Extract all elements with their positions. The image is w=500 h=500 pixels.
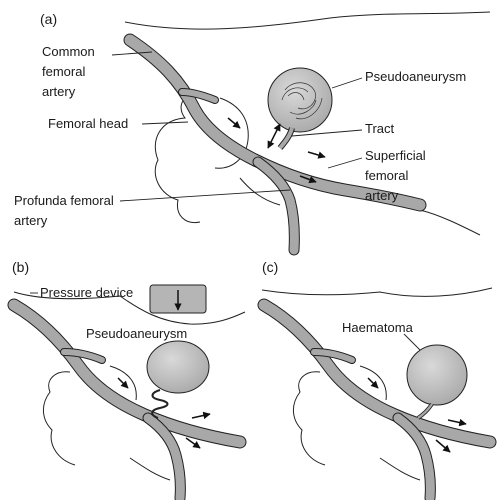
swirl-flow (281, 82, 323, 120)
vessel-b (7, 298, 247, 500)
leader-tract (291, 129, 363, 137)
label-femoral-head: Femoral head (48, 116, 128, 131)
femur-outline (239, 177, 281, 206)
label-pseudoaneurysm-b: Pseudoaneurysm (86, 326, 187, 341)
femoral-head-arc (214, 97, 249, 169)
panel-b: (b) Pressure device Pseudoaneurysm (7, 259, 247, 500)
double-arrow (267, 123, 281, 149)
vessel-c (257, 298, 497, 500)
panel-c-label: (c) (262, 259, 278, 275)
leader-superficial (327, 157, 363, 169)
label-haematoma: Haematoma (342, 320, 414, 335)
pseudoaneurysm-sac-b (146, 340, 210, 394)
femoral-head-arc-b (109, 365, 137, 401)
panel-a-label: (a) (40, 11, 57, 27)
label-common-femoral-2: femoral (42, 64, 85, 79)
femur-outline-b (129, 457, 171, 481)
skin-outline-c (261, 287, 493, 297)
label-pseudoaneurysm-a: Pseudoaneurysm (365, 69, 466, 84)
femoral-head-outline-c (293, 371, 326, 466)
haematoma-sac (406, 344, 468, 406)
label-profunda-1: Profunda femoral (14, 193, 114, 208)
leader-profunda (119, 189, 291, 202)
femoral-head-outline (154, 93, 206, 224)
flow-arrow (117, 377, 129, 389)
flow-arrow (185, 437, 201, 449)
flow-arrow (307, 151, 326, 159)
femoral-head-arc-c (359, 365, 387, 401)
panel-a: (a) (14, 11, 491, 256)
panel-c: (c) Haematoma (257, 259, 497, 500)
label-superficial-1: Superficial (365, 148, 426, 163)
flow-arrow (447, 418, 467, 427)
compressed-tract (151, 389, 169, 419)
leader-common-femoral (111, 51, 153, 56)
flow-arrow (227, 117, 241, 129)
leader-femoral-head (141, 121, 189, 125)
label-tract: Tract (365, 121, 395, 136)
label-common-femoral-1: Common (42, 44, 95, 59)
skin-outline-b (13, 291, 246, 325)
flow-arrow (299, 175, 317, 184)
pseudoaneurysm-sac (267, 67, 333, 133)
label-superficial-2: femoral (365, 168, 408, 183)
femoral-head-outline-b (43, 371, 76, 466)
vessel-a (123, 33, 427, 256)
label-profunda-2: artery (14, 213, 48, 228)
flow-arrow (367, 377, 379, 389)
flow-arrow (435, 439, 451, 453)
label-pressure-device: Pressure device (40, 285, 133, 300)
femur-outline-c (379, 457, 421, 481)
label-common-femoral-3: artery (42, 84, 76, 99)
panel-b-label: (b) (12, 259, 29, 275)
label-superficial-3: artery (365, 188, 399, 203)
leader-haematoma (403, 333, 421, 351)
leader-pseudoaneurysm-a (331, 77, 363, 89)
flow-arrow (191, 411, 211, 420)
skin-outline (124, 11, 491, 30)
